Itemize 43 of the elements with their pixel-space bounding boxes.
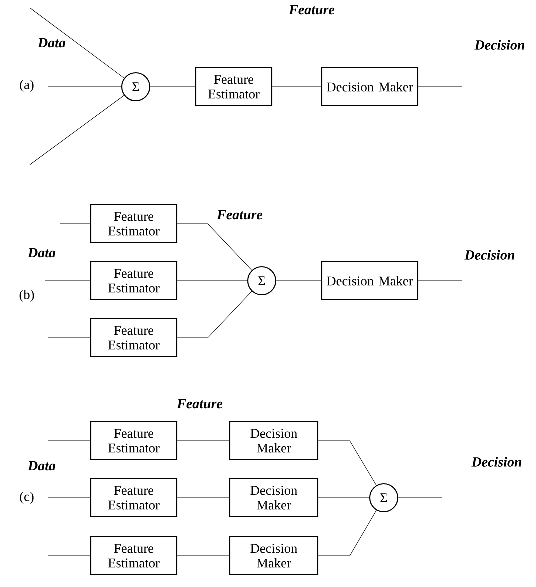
process-box: Decision Maker bbox=[229, 478, 319, 518]
summing-junction: Σ bbox=[247, 266, 277, 296]
connector-line bbox=[177, 440, 230, 442]
process-box: Decision Maker bbox=[321, 67, 419, 107]
process-box: Decision Maker bbox=[229, 536, 319, 576]
process-box: Decision Maker bbox=[321, 261, 419, 301]
signal-label: Feature bbox=[177, 399, 223, 409]
signal-label: Feature bbox=[289, 5, 335, 15]
connector-line bbox=[318, 440, 377, 486]
connector-line bbox=[418, 280, 462, 282]
signal-label: Data bbox=[38, 38, 66, 48]
process-box: Feature Estimator bbox=[90, 318, 178, 358]
panel-label: (a) bbox=[20, 80, 34, 92]
connector-line bbox=[177, 291, 252, 338]
summing-junction: Σ bbox=[369, 483, 399, 513]
connector-line bbox=[318, 510, 377, 556]
signal-label: Decision bbox=[474, 40, 525, 50]
process-box: Feature Estimator bbox=[90, 421, 178, 461]
connector-line bbox=[276, 280, 322, 282]
signal-label: Feature bbox=[217, 210, 263, 220]
process-box: Feature Estimator bbox=[90, 536, 178, 576]
connector-line bbox=[418, 86, 462, 88]
summing-junction: Σ bbox=[121, 72, 151, 102]
process-box: Feature Estimator bbox=[90, 261, 178, 301]
connector-line bbox=[150, 86, 196, 88]
process-box: Feature Estimator bbox=[90, 204, 178, 244]
connector-line bbox=[272, 86, 322, 88]
connector-line bbox=[44, 280, 91, 282]
process-box: Feature Estimator bbox=[90, 478, 178, 518]
connector-line bbox=[177, 224, 252, 271]
process-box: Decision Maker bbox=[229, 421, 319, 461]
signal-label: Decision bbox=[464, 250, 515, 260]
connector-line bbox=[30, 95, 125, 166]
connector-line bbox=[48, 440, 91, 442]
panel-label: (c) bbox=[20, 492, 34, 504]
signal-label: Data bbox=[28, 461, 56, 471]
connector-line bbox=[177, 280, 248, 282]
connector-line bbox=[30, 8, 125, 79]
signal-label: Data bbox=[28, 248, 56, 258]
signal-label: Decision bbox=[472, 457, 522, 467]
panel-label: (b) bbox=[20, 290, 34, 302]
connector-line bbox=[48, 86, 122, 88]
process-box: Feature Estimator bbox=[195, 67, 273, 107]
